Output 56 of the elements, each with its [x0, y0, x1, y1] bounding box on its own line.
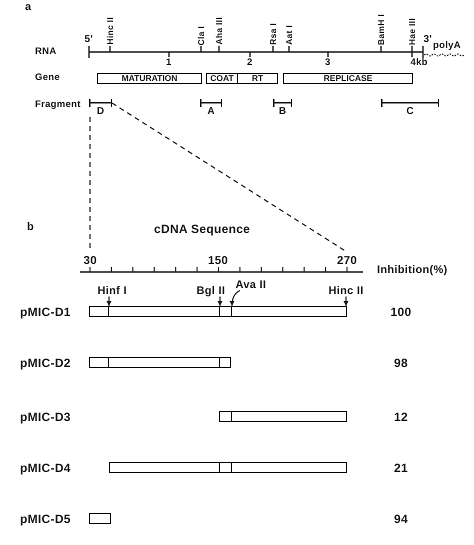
construct-label: pMIC-D1	[20, 306, 71, 318]
fragment-marker: A	[200, 99, 222, 117]
construct-label: pMIC-D2	[20, 356, 71, 368]
site-label: Bgl II	[196, 286, 226, 296]
site-label: Ava II	[236, 280, 266, 290]
gene-box: COAT	[206, 73, 238, 84]
arrow	[230, 290, 240, 306]
construct-label: pMIC-D5	[20, 512, 71, 524]
inhibition-value: 94	[394, 512, 408, 524]
site-label: Hinc II	[328, 286, 364, 296]
fragment-marker: B	[273, 99, 292, 117]
arrow	[106, 296, 112, 306]
inhibition-value: 100	[390, 306, 412, 318]
arrow	[344, 296, 348, 306]
inhibition-value: 98	[394, 356, 408, 368]
construct-label: pMIC-D3	[20, 410, 71, 422]
construct-bar	[89, 306, 347, 317]
site-label: Rsa I	[268, 23, 277, 45]
gene-box: REPLICASE	[283, 73, 413, 84]
track-label: Fragment	[35, 100, 81, 110]
tick-label: 30	[84, 256, 97, 268]
scale-number: 3	[325, 58, 331, 68]
inhibition-value: 21	[394, 462, 408, 474]
fragment-marker: D	[89, 99, 112, 117]
site-label: Cla I	[196, 26, 205, 46]
track-label: Gene	[35, 73, 60, 82]
site-label: Aat I	[284, 25, 293, 45]
inhibition-value: 12	[394, 410, 408, 422]
scale-number: 1	[166, 58, 172, 68]
construct-bar	[109, 462, 347, 473]
gene-box: RT	[238, 73, 278, 84]
panel-letter: b	[27, 222, 34, 232]
column-header: Inhibition(%)	[377, 264, 448, 276]
fragment-marker: C	[381, 99, 439, 117]
site-label: Hae III	[408, 18, 416, 46]
dashed-line	[112, 102, 348, 252]
gene-box: MATURATION	[97, 73, 202, 84]
track-label: RNA	[35, 47, 56, 56]
axis-title: cDNA Sequence	[154, 223, 250, 235]
scale-number: 2	[247, 58, 253, 68]
site-label: Hinc II	[106, 17, 114, 45]
construct-bar	[89, 513, 111, 524]
construct-label: pMIC-D4	[20, 462, 71, 474]
tick-label: 270	[337, 256, 358, 268]
site-label: Hinf I	[98, 286, 127, 296]
end-label: 3'	[424, 35, 432, 45]
end-label: 5'	[84, 35, 94, 45]
site-label: Aha III	[214, 17, 223, 45]
site-label: BamH I	[376, 14, 385, 46]
arrow	[218, 296, 222, 306]
tick-label: 150	[208, 256, 228, 268]
panel-letter: a	[25, 2, 32, 12]
construct-bar	[89, 357, 231, 368]
construct-bar	[219, 411, 347, 422]
tail-label: polyA	[433, 41, 461, 50]
scale-number: 4kb	[410, 58, 428, 68]
